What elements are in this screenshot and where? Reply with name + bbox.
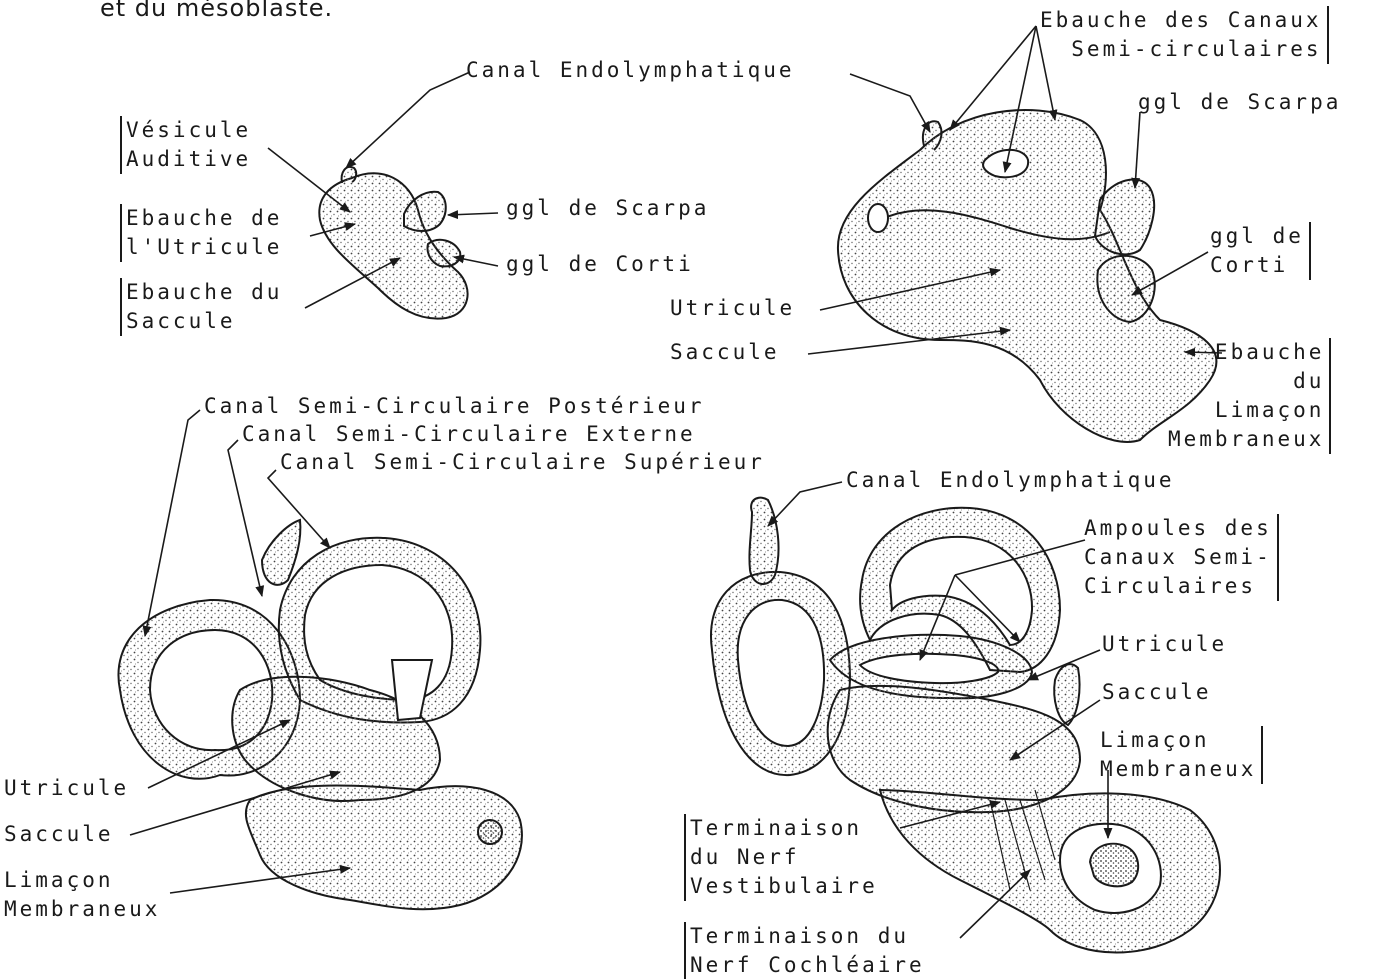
p3-limacon: Limaçon Membraneux xyxy=(4,866,160,924)
cochlea-spiral-3 xyxy=(478,820,502,844)
p1-ebauche-saccule: Ebauche du Saccule xyxy=(120,278,282,336)
p1-ggl-corti: ggl de Corti xyxy=(506,250,694,279)
p3-saccule: Saccule xyxy=(4,820,114,849)
panel-3-labyrinth xyxy=(118,520,521,909)
cochlea-4 xyxy=(880,790,1220,953)
p2-saccule: Saccule xyxy=(670,338,780,367)
cochlea-inner-4 xyxy=(1090,844,1138,887)
p3-canal-externe: Canal Semi-Circulaire Externe xyxy=(242,420,696,449)
p1-ebauche-utricule: Ebauche de l'Utricule xyxy=(120,204,282,262)
p4-canal-endolymphatique: Canal Endolymphatique xyxy=(846,466,1175,495)
lateral-hole xyxy=(868,204,888,232)
p4-saccule: Saccule xyxy=(1102,678,1212,707)
p2-utricule: Utricule xyxy=(670,294,795,323)
p3-canal-posterieur: Canal Semi-Circulaire Postérieur xyxy=(204,392,705,421)
panel-2-labyrinth xyxy=(838,110,1216,442)
p4-nerf-vestibulaire: Terminaison du Nerf Vestibulaire xyxy=(684,814,878,901)
p2-ebauche-canaux: Ebauche des Canaux Semi-circulaires xyxy=(1040,6,1329,64)
p3-canal-superieur: Canal Semi-Circulaire Supérieur xyxy=(280,448,765,477)
endolymph-duct-4 xyxy=(749,498,778,584)
p4-nerf-cochleaire: Terminaison du Nerf Cochléaire xyxy=(684,922,925,979)
panel-1-otocyst xyxy=(319,167,467,319)
endolymphatic-bud xyxy=(342,167,357,183)
p4-ampoules: Ampoules des Canaux Semi- Circulaires xyxy=(1084,514,1279,601)
p1-ggl-scarpa: ggl de Scarpa xyxy=(506,194,709,223)
p1-vesicule-auditive: Vésicule Auditive xyxy=(120,116,251,174)
vestibule-4 xyxy=(828,686,1080,812)
p1-canal-endolymphatique: Canal Endolymphatique xyxy=(466,56,795,85)
p2-ggl-scarpa: ggl de Scarpa xyxy=(1138,88,1341,117)
p2-ebauche-limacon: Ebauche du Limaçon Membraneux xyxy=(1168,338,1331,454)
p2-ggl-corti: ggl de Corti xyxy=(1210,222,1311,280)
p3-utricule: Utricule xyxy=(4,774,129,803)
p4-limacon: Limaçon Membraneux xyxy=(1100,726,1263,784)
cochlea-3 xyxy=(246,786,522,910)
p4-utricule: Utricule xyxy=(1102,630,1227,659)
caption-fragment: et du mésoblaste. xyxy=(100,0,333,22)
